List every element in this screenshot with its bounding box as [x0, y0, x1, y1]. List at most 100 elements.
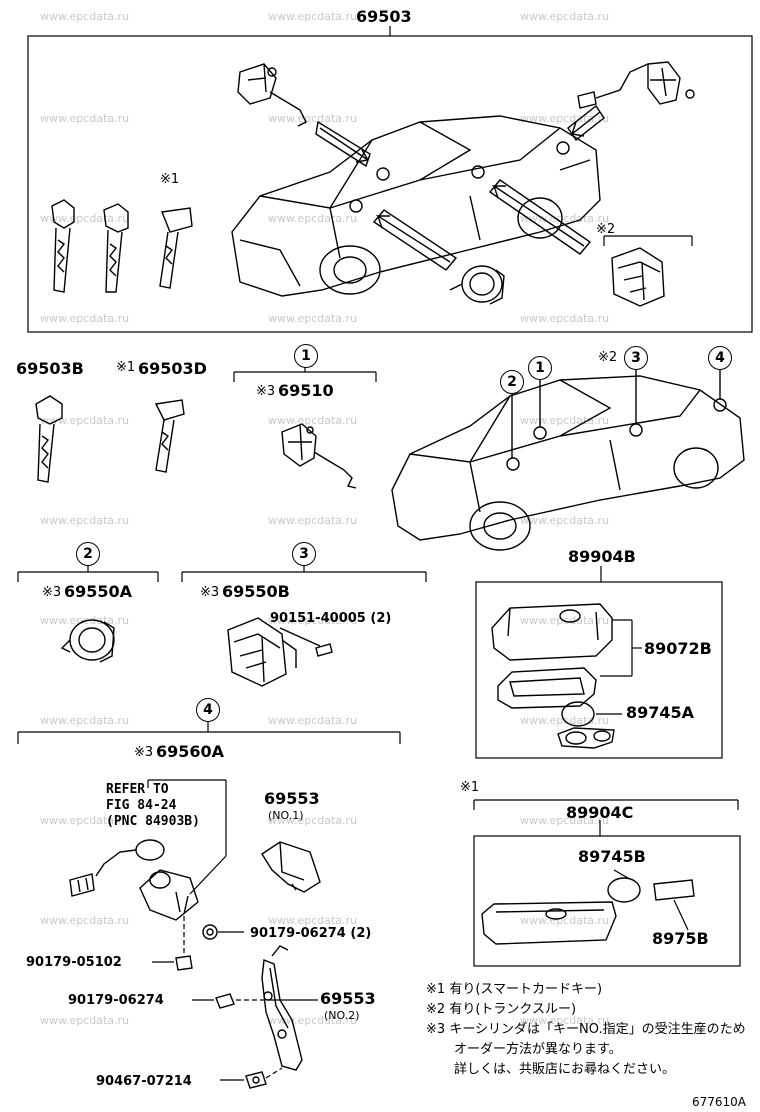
- transmitter-case-icon: [491, 603, 615, 749]
- watermark: www.epcdata.ru: [520, 814, 610, 827]
- watermark: www.epcdata.ru: [40, 714, 130, 727]
- watermark: www.epcdata.ru: [268, 212, 358, 225]
- watermark: www.epcdata.ru: [268, 514, 358, 527]
- door-lock-69560a-icon: [69, 839, 199, 921]
- watermark: www.epcdata.ru: [520, 414, 610, 427]
- note-2: ※2 有り(トランクスルー): [426, 1002, 576, 1018]
- part-69550a-label: 69550A: [64, 582, 133, 601]
- callout-2-car: 2: [500, 370, 524, 394]
- car-top-illustration: [231, 115, 601, 297]
- part-90151-40005-label: 90151-40005 (2): [270, 611, 392, 626]
- callout-2: 2: [76, 542, 100, 566]
- cyl-door-mark: ※3: [256, 384, 276, 399]
- refer-to-line2: FIG 84-24: [106, 798, 177, 813]
- watermark: www.epcdata.ru: [520, 514, 610, 527]
- smart-card-mark: ※1: [160, 172, 180, 187]
- watermark: www.epcdata.ru: [40, 312, 130, 325]
- cyl-b-mark: ※3: [200, 585, 220, 600]
- clip-07214-icon: [245, 1071, 267, 1089]
- note-3-text: キーシリンダは「キーNO.指定」の受注生産のため: [449, 1022, 746, 1037]
- watermark: www.epcdata.ru: [520, 312, 610, 325]
- key-69503b-icon: [35, 395, 63, 483]
- nut-06274-icon: [215, 993, 235, 1009]
- trunk-mark: ※2: [596, 222, 616, 237]
- part-90179-06274-label: 90179-06274: [68, 993, 164, 1008]
- watermark: www.epcdata.ru: [40, 814, 130, 827]
- note-5: 詳しくは、共販店にお尋ねください。: [454, 1062, 676, 1077]
- car-middle-illustration: [391, 370, 745, 551]
- watermark: www.epcdata.ru: [520, 212, 610, 225]
- watermark: www.epcdata.ru: [268, 614, 358, 627]
- watermark: www.epcdata.ru: [40, 1014, 130, 1027]
- watermark: www.epcdata.ru: [40, 914, 130, 927]
- part-69510-label: 69510: [278, 381, 334, 400]
- watermark: www.epcdata.ru: [520, 1014, 610, 1027]
- part-69503-label: 69503: [356, 7, 412, 26]
- part-89904b-label: 89904B: [568, 547, 636, 566]
- part-8975b-label: 8975B: [652, 929, 709, 948]
- trunk-switch-top-icon: [611, 247, 665, 307]
- watermark: www.epcdata.ru: [268, 312, 358, 325]
- part-89745a-label: 89745A: [626, 703, 695, 722]
- watermark: www.epcdata.ru: [40, 212, 130, 225]
- part-69550b-label: 69550B: [222, 582, 290, 601]
- note-1-text: 有り(スマートカードキー): [449, 982, 603, 997]
- note-3: ※3 キーシリンダは「キーNO.指定」の受注生産のため: [426, 1022, 746, 1038]
- part-89072b-label: 89072B: [644, 639, 712, 658]
- part-90467-07214-label: 90467-07214: [96, 1074, 192, 1089]
- lock-60a-mark: ※3: [134, 745, 154, 760]
- watermark: www.epcdata.ru: [520, 914, 610, 927]
- watermark: www.epcdata.ru: [40, 112, 130, 125]
- watermark: www.epcdata.ru: [40, 514, 130, 527]
- card-key-icon: [481, 877, 695, 945]
- note-1: ※1 有り(スマートカードキー): [426, 982, 602, 998]
- cyl-a-mark: ※3: [42, 585, 62, 600]
- watermark: www.epcdata.ru: [268, 814, 358, 827]
- note-3-mark: ※3: [426, 1022, 446, 1037]
- note-1-mark: ※1: [426, 982, 446, 997]
- callout-1: 1: [294, 344, 318, 368]
- trunk-cylinder-top-icon: [577, 61, 695, 109]
- nut-icon: [202, 924, 218, 940]
- door-cylinder-69510-icon: [281, 423, 357, 489]
- note-2-text: 有り(トランクスルー): [449, 1002, 577, 1017]
- part-69553-no2-sub: (NO.2): [324, 1009, 360, 1022]
- watermark: www.epcdata.ru: [520, 10, 610, 23]
- watermark: www.epcdata.ru: [268, 10, 358, 23]
- callout-3-car: 3: [624, 346, 648, 370]
- key-d-mark: ※1: [116, 360, 136, 375]
- door-cylinder-top-icon: [237, 63, 307, 127]
- part-90179-05102-label: 90179-05102: [26, 955, 122, 970]
- nut-05102-icon: [175, 955, 193, 971]
- diagram-number: 677610A: [692, 1095, 747, 1109]
- part-89904c-label: 89904C: [566, 803, 634, 822]
- watermark: www.epcdata.ru: [268, 414, 358, 427]
- watermark: www.epcdata.ru: [268, 914, 358, 927]
- screw-icon: [279, 627, 333, 657]
- arrow-icons: [315, 104, 605, 271]
- refer-to-line3: (PNC 84903B): [106, 814, 200, 829]
- note-2-mark: ※2: [426, 1002, 446, 1017]
- cover-no1-icon: [261, 841, 321, 893]
- callout-4-car: 4: [708, 346, 732, 370]
- callout-3: 3: [292, 542, 316, 566]
- callout-4: 4: [196, 698, 220, 722]
- part-69553-no1-label: 69553: [264, 789, 320, 808]
- car-trunk-mark: ※2: [598, 350, 618, 365]
- cylinder-lower-top-icon: [449, 265, 505, 305]
- part-89745b-label: 89745B: [578, 847, 646, 866]
- callout-1-car: 1: [528, 356, 552, 380]
- cover-no2-icon: [261, 945, 303, 1071]
- trunk-switch-69550b-icon: [227, 617, 297, 687]
- watermark: www.epcdata.ru: [40, 10, 130, 23]
- keys-top-icon: [51, 199, 193, 293]
- part-69503b-label: 69503B: [16, 359, 84, 378]
- cylinder-69550a-icon: [60, 619, 115, 663]
- transmitter-c-mark: ※1: [460, 780, 480, 795]
- watermark: www.epcdata.ru: [268, 112, 358, 125]
- watermark: www.epcdata.ru: [268, 714, 358, 727]
- key-69503d-icon: [154, 399, 185, 473]
- part-69560a-label: 69560A: [156, 742, 225, 761]
